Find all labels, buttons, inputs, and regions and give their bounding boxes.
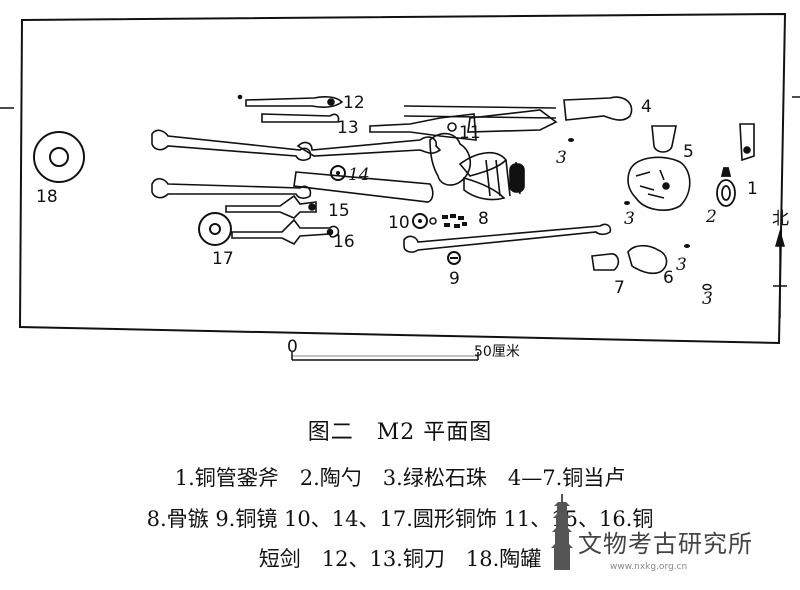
bronze-frontlet-6	[627, 244, 668, 275]
bronze-frontlet-4	[563, 96, 633, 121]
label-14: 14	[348, 165, 370, 185]
label-3c: 3	[676, 255, 687, 275]
round-ornament-17	[198, 212, 232, 246]
scale-bar	[291, 352, 479, 361]
label-5: 5	[683, 142, 694, 162]
leg-bones	[151, 129, 442, 203]
label-2: 2	[705, 207, 717, 227]
bronze-mirror-9	[447, 251, 461, 265]
label-3b: 3	[624, 209, 635, 229]
watermark-text: 文物考古研究所	[578, 530, 753, 558]
bronze-frontlet-5	[651, 125, 677, 153]
north-label: 北	[772, 209, 789, 229]
turquoise-beads-3	[568, 138, 712, 291]
legend-line-3: 短剑 12、13.铜刀 18.陶罐	[258, 547, 542, 571]
round-ornament-14	[330, 165, 346, 181]
bronze-frontlet-7	[591, 253, 620, 271]
label-12: 12	[343, 93, 365, 113]
label-4: 4	[641, 97, 652, 117]
pottery-jar-18	[33, 131, 85, 183]
label-6: 6	[663, 268, 674, 288]
label-1: 1	[747, 179, 758, 199]
tomb-plan-drawing: 北 0 50厘米 1 2 3 3 3 3 4 5 6 7 8 9 10 11 1…	[0, 12, 800, 361]
bronze-dagger-15	[225, 194, 317, 219]
bronze-dagger-16	[231, 218, 340, 246]
legend-line-2: 8.骨镞 9.铜镜 10、14、17.圆形铜饰 11、15、16.铜	[146, 507, 654, 531]
pagoda-icon	[551, 494, 573, 570]
tomb-pit-outline	[18, 12, 787, 345]
legend-line-1: 1.铜管銎斧 2.陶勺 3.绿松石珠 4—7.铜当卢	[174, 466, 626, 490]
label-9: 9	[449, 269, 460, 289]
figure-title: 图二 M2 平面图	[307, 420, 493, 445]
bronze-knife-12	[237, 94, 344, 108]
label-3d: 3	[702, 289, 713, 309]
label-17: 17	[212, 249, 234, 269]
bone-arrowheads-8	[442, 214, 467, 228]
label-10: 10	[388, 213, 410, 233]
scale-start-label: 0	[287, 337, 298, 357]
north-arrow	[773, 229, 787, 318]
label-13: 13	[337, 118, 359, 138]
label-3a: 3	[556, 148, 567, 168]
arm-bone	[403, 223, 612, 253]
watermark-url: www.nxkg.org.cn	[610, 562, 688, 572]
label-15: 15	[328, 201, 350, 221]
label-18: 18	[36, 187, 58, 207]
skull	[627, 156, 691, 211]
pottery-ladle-2	[716, 167, 736, 207]
label-8: 8	[478, 209, 489, 229]
label-16: 16	[333, 232, 355, 252]
bronze-dagger-11	[369, 113, 477, 141]
bronze-knife-13	[261, 113, 340, 123]
pelvis-and-ribs	[403, 105, 558, 201]
round-ornament-10	[412, 213, 437, 229]
socketed-axe-1	[739, 123, 755, 162]
scale-end-label: 50厘米	[474, 344, 520, 360]
label-7: 7	[614, 278, 625, 298]
label-11: 11	[459, 123, 481, 143]
